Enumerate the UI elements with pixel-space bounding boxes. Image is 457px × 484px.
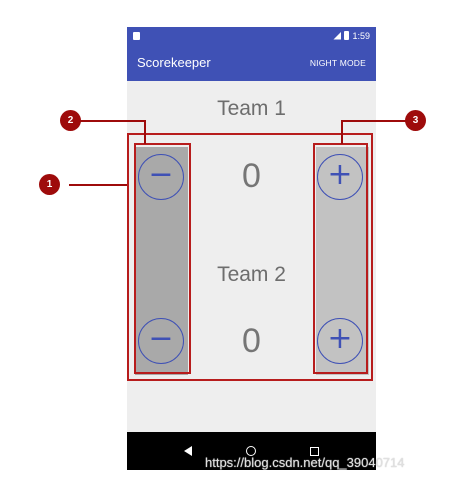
right-column-outline-box — [313, 143, 368, 374]
callout-2-leader — [79, 120, 145, 122]
layout-outline-box — [127, 133, 373, 381]
callout-3-leader — [342, 120, 408, 122]
team1-decrease-button[interactable]: − — [138, 154, 184, 200]
team1-increase-button[interactable]: + — [317, 154, 363, 200]
team2-label: Team 2 — [217, 263, 286, 286]
callout-3-leader-down — [341, 120, 343, 144]
callout-3-badge: 3 — [405, 110, 426, 131]
night-mode-button[interactable]: NIGHT MODE — [309, 57, 366, 68]
home-icon[interactable] — [246, 446, 256, 456]
battery-icon — [344, 31, 350, 40]
callout-2-leader-down — [144, 120, 146, 144]
app-bar: Scorekeeper NIGHT MODE — [127, 44, 376, 81]
back-icon[interactable] — [184, 446, 192, 456]
team1-label: Team 1 — [217, 97, 286, 120]
team2-score: 0 — [242, 322, 261, 360]
team1-score: 0 — [242, 157, 261, 195]
sim-card-icon — [133, 31, 140, 40]
status-bar: 1:59 — [127, 27, 376, 44]
team2-increase-button[interactable]: + — [317, 318, 363, 364]
callout-1-badge: 1 — [39, 174, 60, 195]
status-time: 1:59 — [352, 30, 370, 41]
team2-decrease-button[interactable]: − — [138, 318, 184, 364]
navigation-bar — [127, 432, 376, 470]
signal-icon — [333, 31, 342, 40]
callout-1-leader — [69, 184, 127, 186]
callout-2-badge: 2 — [60, 110, 81, 131]
recent-apps-icon[interactable] — [310, 446, 319, 456]
watermark: https://blog.csdn.net/qq_39040714 — [205, 455, 405, 470]
app-title: Scorekeeper — [137, 55, 211, 70]
phone-screen: 1:59 Scorekeeper NIGHT MODE Team 1 − 0 +… — [127, 27, 376, 470]
left-column-outline-box — [134, 143, 191, 374]
